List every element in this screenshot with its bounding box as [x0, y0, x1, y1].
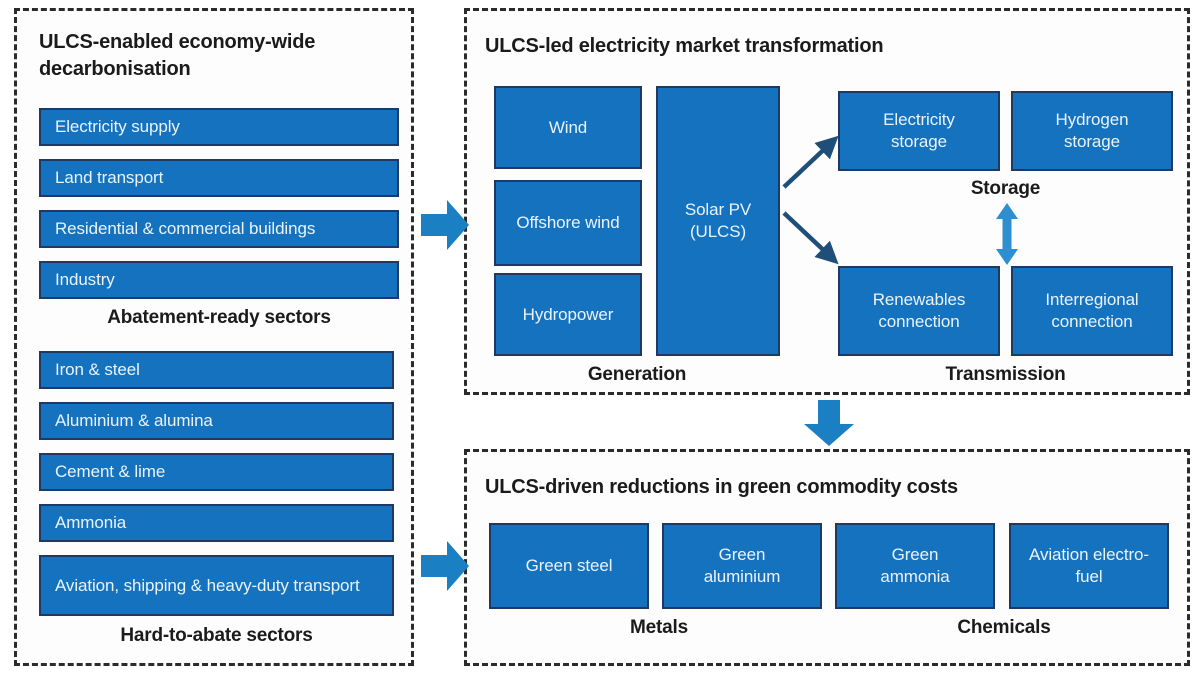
sector-label: Land transport: [55, 168, 164, 187]
caption-metals: Metals: [630, 617, 688, 638]
commodity-box-green-aluminium[interactable]: Green aluminium: [662, 523, 822, 609]
sector-label: Cement & lime: [55, 462, 166, 481]
down-arrow-icon-market-to-costs: [804, 400, 854, 446]
generation-label: Hydropower: [522, 304, 614, 324]
caption-abatement-ready-sectors: Abatement-ready sectors: [107, 307, 331, 328]
sector-box-iron-steel[interactable]: Iron & steel: [39, 351, 394, 389]
sector-box-aluminium-alumina[interactable]: Aluminium & alumina: [39, 402, 394, 440]
caption-generation: Generation: [587, 364, 687, 385]
panel-electricity-market-transformation: ULCS-led electricity market transformati…: [464, 8, 1190, 395]
sector-box-ammonia[interactable]: Ammonia: [39, 504, 394, 542]
sector-box-aviation-shipping-heavy-duty-transport[interactable]: Aviation, shipping & heavy-duty transpor…: [39, 555, 394, 616]
right-arrow-icon-to-costs: [421, 541, 469, 591]
sector-box-cement-lime[interactable]: Cement & lime: [39, 453, 394, 491]
diagonal-down-right-arrow-icon: [782, 211, 839, 265]
generation-label: Solar PV (ULCS): [684, 200, 752, 241]
generation-box-wind[interactable]: Wind: [494, 86, 642, 169]
panel-title-costs: ULCS-driven reductions in green commodit…: [485, 476, 958, 498]
sector-label: Iron & steel: [55, 360, 140, 379]
transmission-label: Interregional connection: [1045, 290, 1139, 331]
storage-label: Hydrogen storage: [1055, 110, 1129, 151]
sector-label: Electricity supply: [55, 117, 180, 136]
right-arrow-icon-to-market: [421, 200, 469, 250]
diagonal-up-right-arrow-icon: [782, 135, 839, 189]
sector-label: Industry: [55, 270, 115, 289]
panel-economy-wide-decarbonisation: ULCS-enabled economy-wide decarbonisatio…: [14, 8, 414, 666]
generation-box-offshore-wind[interactable]: Offshore wind: [494, 180, 642, 266]
transmission-box-interregional-connection[interactable]: Interregional connection: [1011, 266, 1173, 356]
caption-hard-to-abate-sectors: Hard-to-abate sectors: [120, 625, 313, 646]
bidirectional-vertical-arrow-icon: [996, 203, 1018, 265]
panel-title-market: ULCS-led electricity market transformati…: [485, 35, 884, 57]
sector-label: Residential & commercial buildings: [55, 219, 316, 238]
storage-label: Electricity storage: [883, 110, 955, 151]
generation-box-hydropower[interactable]: Hydropower: [494, 273, 642, 356]
transmission-label: Renewables connection: [872, 290, 966, 331]
storage-box-electricity-storage[interactable]: Electricity storage: [838, 91, 1000, 171]
sector-box-industry[interactable]: Industry: [39, 261, 399, 299]
caption-transmission: Transmission: [945, 364, 1066, 385]
sector-box-electricity-supply[interactable]: Electricity supply: [39, 108, 399, 146]
commodity-label: Green ammonia: [880, 545, 950, 586]
commodity-box-green-steel[interactable]: Green steel: [489, 523, 649, 609]
sector-label: Aviation, shipping & heavy-duty transpor…: [55, 575, 360, 595]
generation-label: Offshore wind: [516, 213, 620, 232]
panel-green-commodity-costs: ULCS-driven reductions in green commodit…: [464, 449, 1190, 666]
commodity-box-green-ammonia[interactable]: Green ammonia: [835, 523, 995, 609]
commodity-label: Green steel: [525, 556, 613, 575]
sector-box-land-transport[interactable]: Land transport: [39, 159, 399, 197]
sector-label: Ammonia: [55, 513, 127, 532]
caption-chemicals: Chemicals: [957, 617, 1051, 638]
commodity-label: Green aluminium: [703, 545, 781, 586]
generation-label: Wind: [548, 117, 588, 137]
storage-box-hydrogen-storage[interactable]: Hydrogen storage: [1011, 91, 1173, 171]
panel-title-left: ULCS-enabled economy-wide decarbonisatio…: [39, 31, 316, 80]
commodity-box-aviation-electro-fuel[interactable]: Aviation electro-fuel: [1009, 523, 1169, 609]
sector-label: Aluminium & alumina: [55, 411, 213, 430]
transmission-box-renewables-connection[interactable]: Renewables connection: [838, 266, 1000, 356]
caption-storage: Storage: [970, 178, 1041, 199]
sector-box-residential-commercial-buildings[interactable]: Residential & commercial buildings: [39, 210, 399, 248]
generation-box-solar-pv-ulcs[interactable]: Solar PV (ULCS): [656, 86, 780, 356]
commodity-label: Aviation electro-fuel: [1029, 545, 1149, 586]
